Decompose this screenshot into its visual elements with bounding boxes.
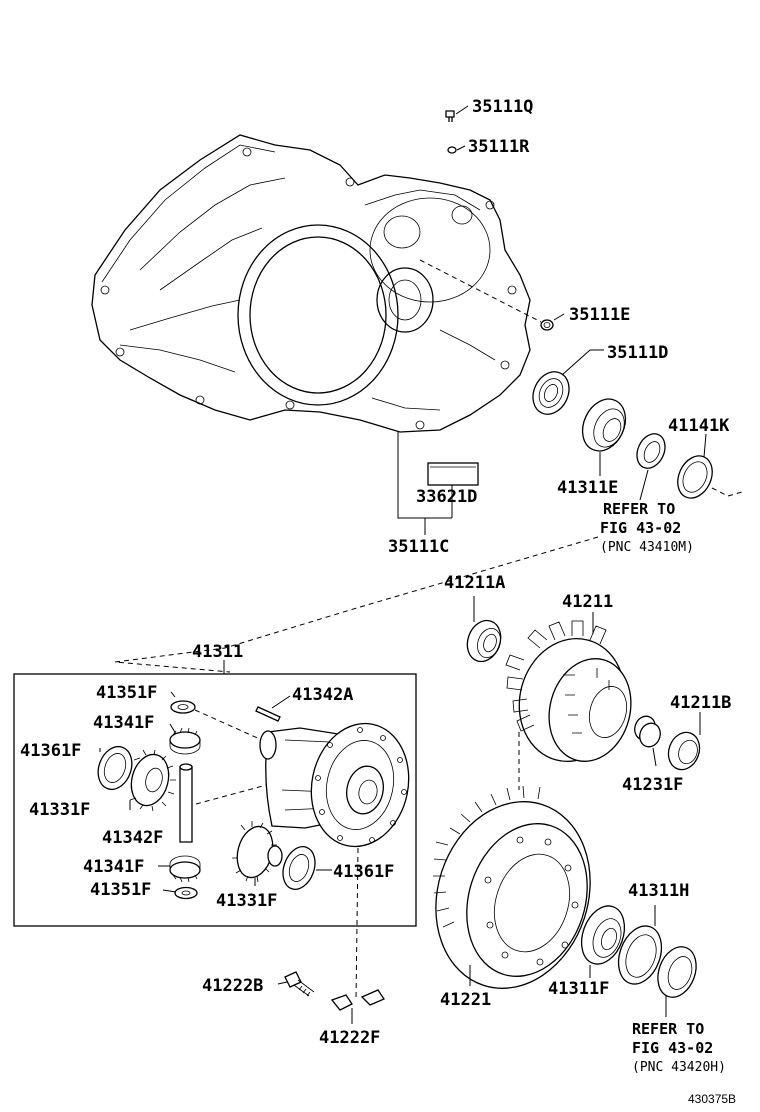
- label-41331F-right: 41331F: [216, 891, 277, 911]
- refer-bottom-line1: REFER TO: [632, 1020, 704, 1038]
- label-35111D: 35111D: [607, 343, 668, 363]
- label-41211A: 41211A: [444, 573, 505, 593]
- collar-41231F-drawing: [634, 715, 661, 767]
- label-41231F: 41231F: [622, 775, 683, 795]
- shim-41141K-drawing: [677, 433, 743, 499]
- refer-bottom-line2: FIG 43-02: [632, 1039, 713, 1057]
- label-41341F-top: 41341F: [93, 713, 154, 733]
- label-41222F: 41222F: [319, 1028, 380, 1048]
- differential-case-drawing: [259, 722, 410, 1001]
- refer-top-line2: FIG 43-02: [600, 519, 681, 537]
- gear-41341F-bottom-drawing: [158, 855, 201, 883]
- label-33621D: 33621D: [416, 487, 477, 507]
- label-41342F: 41342F: [102, 828, 163, 848]
- label-35111E: 35111E: [569, 305, 630, 325]
- label-41342A: 41342A: [292, 685, 353, 705]
- label-41211: 41211: [562, 592, 613, 612]
- refer-bottom-line3: (PNC 43420H): [632, 1060, 726, 1075]
- seal-35111D-drawing: [532, 349, 604, 415]
- ring-gear-41221-drawing: [433, 785, 591, 989]
- washer-41361F-right-drawing: [282, 846, 332, 890]
- label-41311E: 41311E: [557, 478, 618, 498]
- seal-35111E-drawing: [419, 259, 565, 331]
- transaxle-case-drawing: [91, 134, 531, 433]
- refer-top-line1: REFER TO: [603, 500, 675, 518]
- washer-41361F-left-drawing: [97, 745, 133, 791]
- label-35111R: 35111R: [468, 137, 530, 157]
- gear-41331F-left-drawing: [129, 749, 176, 812]
- plate-33621D-drawing: [397, 432, 479, 535]
- label-41311F: 41311F: [548, 979, 609, 999]
- label-41331F-left: 41331F: [29, 800, 90, 820]
- bearing-41311F-drawing: [580, 905, 626, 978]
- label-41311H: 41311H: [628, 881, 689, 901]
- label-41341F-bottom: 41341F: [83, 857, 144, 877]
- gear-41331F-right-drawing: [232, 821, 283, 886]
- label-41311: 41311: [192, 642, 243, 662]
- bearing-41311E-drawing: [581, 398, 627, 476]
- label-41221: 41221: [440, 990, 491, 1010]
- label-41361F-right: 41361F: [333, 862, 394, 882]
- washer-41351F-bottom-drawing: [162, 886, 198, 900]
- ring-35111R-drawing: [447, 145, 466, 154]
- lockplate-41222F-drawing: [330, 989, 385, 1024]
- figure-id: 430375B: [688, 1092, 736, 1106]
- differential-group-box: [13, 660, 417, 927]
- shim-right-drawing: [657, 946, 697, 1017]
- washer-41351F-top-drawing: [170, 691, 196, 714]
- label-35111Q: 35111Q: [472, 97, 533, 117]
- label-41361F-left: 41361F: [20, 741, 81, 761]
- gear-41211-drawing: [505, 612, 632, 790]
- label-41141K: 41141K: [668, 416, 730, 436]
- label-41351F-top: 41351F: [96, 683, 157, 703]
- shaft-41342F-drawing: [179, 763, 286, 843]
- bearing-41211B-drawing: [667, 712, 701, 771]
- bolt-41222B-drawing: [277, 971, 315, 997]
- label-41211B: 41211B: [670, 693, 731, 713]
- gear-41341F-top-drawing: [169, 723, 201, 755]
- label-41351F-bottom: 41351F: [90, 880, 151, 900]
- race-ring-drawing: [636, 433, 666, 501]
- pin-41342A-drawing: [194, 695, 291, 741]
- race-41311H-drawing: [617, 905, 663, 985]
- label-41222B: 41222B: [202, 976, 263, 996]
- label-35111C: 35111C: [388, 537, 449, 557]
- bearing-41211A-drawing: [466, 596, 502, 663]
- bolt-35111Q-drawing: [445, 105, 469, 122]
- refer-top-line3: (PNC 43410M): [600, 540, 694, 555]
